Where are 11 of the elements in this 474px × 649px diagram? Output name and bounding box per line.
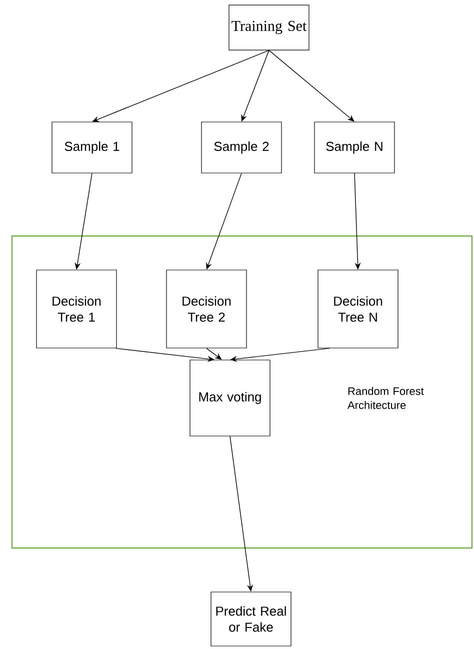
process-box: Decision Tree 1 (36, 270, 117, 348)
process-box: Training Set (228, 4, 310, 50)
arrow (92, 50, 270, 122)
process-box: Sample N (314, 122, 395, 174)
frame-label: Random Forest Architecture (348, 386, 424, 410)
process-box: Sample 1 (52, 122, 132, 174)
process-box: Decision Tree 2 (166, 270, 247, 348)
process-box: Predict Real or Fake (210, 592, 292, 646)
process-box: Sample 2 (201, 122, 282, 174)
process-box: Decision Tree N (318, 270, 398, 348)
process-box: Max voting (190, 360, 270, 436)
